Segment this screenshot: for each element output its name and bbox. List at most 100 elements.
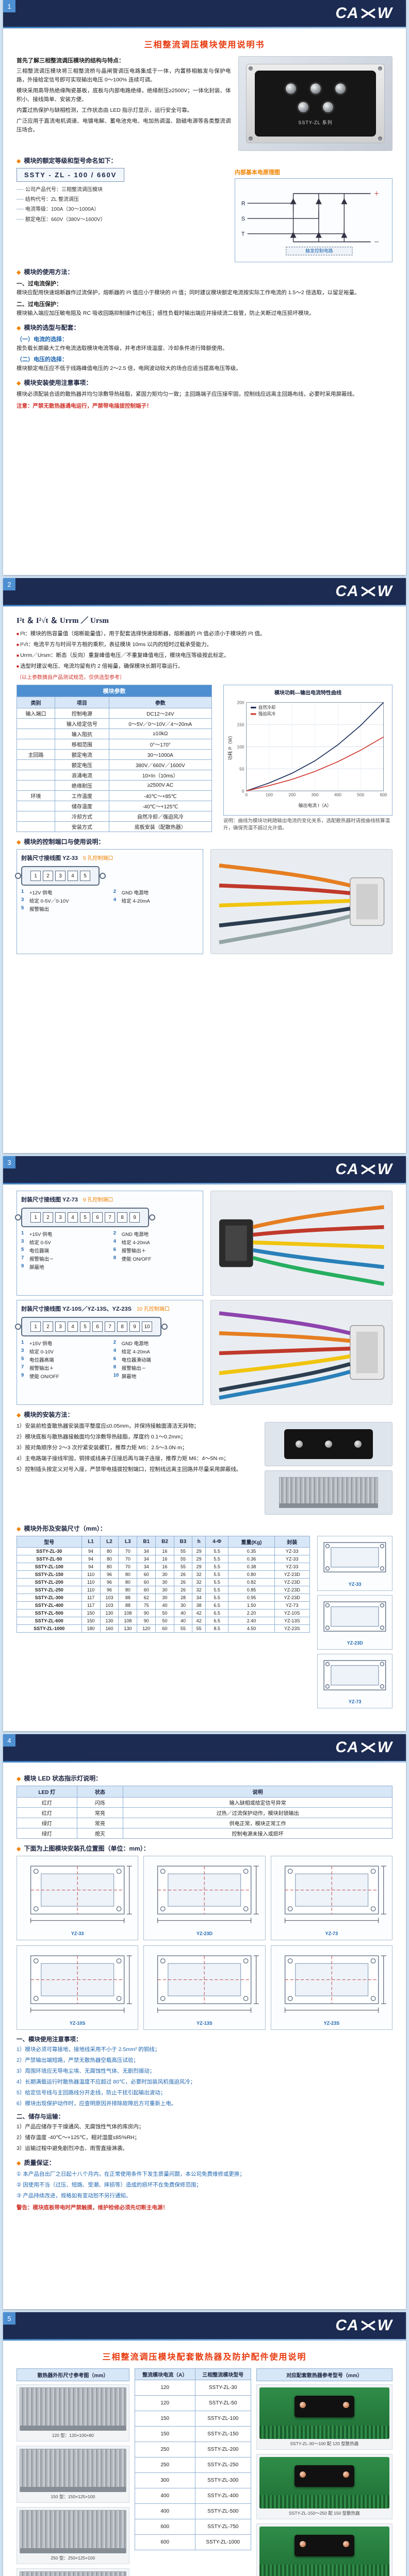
module-body: SSTY-ZL 系列 <box>255 71 376 137</box>
cell: 30～1000A <box>108 749 212 760</box>
cell: 2.20 <box>228 1609 275 1618</box>
cell: 34 <box>192 1594 206 1602</box>
cell: 50 <box>155 1609 174 1618</box>
qa-heading: ◆质量保证： <box>17 2159 55 2166</box>
pin-square: 3 <box>55 871 66 882</box>
pin-square: 4 <box>68 871 78 882</box>
cell: 5.5 <box>205 1578 229 1587</box>
header-cell: 参数 <box>108 697 212 708</box>
parameter-bullets: I²t：模块的热容量值（熔断能量值），用于配套选择快速熔断器，熔断器的 I²t … <box>17 630 392 671</box>
brand-logo: CA W <box>335 583 392 600</box>
cell: SSTY-ZL-100 <box>17 1563 82 1571</box>
page-number-tab: 5 <box>3 2312 15 2325</box>
connector-subtitle: 9 孔控制端口 <box>83 1197 113 1203</box>
cell: 34 <box>137 1555 156 1564</box>
page-1: 1 CA W 三相整流调压模块使用说明书 首先了解三相整流调压模块的结构与特点：… <box>3 0 406 575</box>
list-item: Urrm／Ursm：断态（反向）重复峰值电压／不重复峰值电压，模块电压等级按此标… <box>17 651 392 660</box>
logo-text-prefix: CA <box>335 1161 359 1178</box>
svg-text:R: R <box>241 200 246 207</box>
header-accent-line <box>3 27 406 28</box>
diamond-bullet-icon: ◆ <box>17 839 21 846</box>
cell: 绝缘耐压 <box>55 780 109 791</box>
cell: 400 <box>134 2503 195 2519</box>
section-heading: 二、过电压保护： <box>17 301 62 308</box>
connector-subtitle: 5 孔控制端口 <box>83 856 113 862</box>
pin-square: 7 <box>105 1321 115 1332</box>
page-number-tab: 2 <box>3 578 15 590</box>
env-items: 1）产品应储存于干燥通风、无腐蚀性气体的库房内；2）储存温度 -40℃～+125… <box>17 2123 392 2153</box>
mounting-drawing-art <box>284 1866 386 1923</box>
table-row: 冷却方式自然冷却／强迫风冷 <box>16 811 212 822</box>
cell <box>16 759 56 770</box>
cell: 熄灭 <box>76 1828 124 1839</box>
cell: 5.5 <box>205 1547 229 1556</box>
cell: SSTY-ZL-400 <box>194 2488 251 2504</box>
mounting-drawing: YZ-73 <box>270 1856 392 1940</box>
cell: 120 <box>134 2395 195 2411</box>
pin-square: 4 <box>68 1321 78 1332</box>
mounting-drawing: YZ-33 <box>17 1856 139 1940</box>
circuit-schematic-svg: R S T ＋ － <box>241 191 379 256</box>
cell <box>16 811 56 822</box>
cell: 30 <box>155 1594 174 1602</box>
cell: 5.5 <box>205 1594 229 1602</box>
cell: 103 <box>100 1601 119 1610</box>
cell: 120 <box>134 2380 195 2396</box>
list-item: 6）模块出现保护动作时，应查明原因并排除故障后方可重新上电。 <box>17 2100 177 2107</box>
svg-text:触发控制电路: 触发控制电路 <box>305 248 333 253</box>
svg-text:0: 0 <box>245 792 248 798</box>
care-heading: 一、模块使用注意事项： <box>17 2036 82 2043</box>
mounting-drawing: YZ-13S <box>143 1945 266 2030</box>
wire-harness-art <box>219 1205 384 1286</box>
cell: 50 <box>155 1617 174 1625</box>
pin-square: 3 <box>55 1212 66 1223</box>
cell: SSTY-ZL-150 <box>17 1570 82 1579</box>
cell: 180 <box>81 1624 101 1633</box>
logo-text-suffix: W <box>377 5 392 22</box>
svg-text:－: － <box>373 239 379 245</box>
logo-text-prefix: CA <box>335 1739 359 1756</box>
logo-wave-icon <box>361 8 375 19</box>
list-item: 4）主电路端子接线牢固，铜排或线鼻子压接后再与端子连接，推荐力矩 M6：4～5N… <box>17 1455 229 1462</box>
intro-paragraphs: 三相整流调压模块将三相整流桥与晶闸管调压电路集成于一体，内置移相触发与保护电路，… <box>17 67 231 134</box>
page-4: 4 CA W ◆模块 LED 状态指示灯说明： LED 灯状态说明红灯闪烁输入缺… <box>3 1734 406 2309</box>
header-cell: L2 <box>100 1536 119 1548</box>
cell: 250 <box>134 2442 195 2458</box>
control-cable-photo <box>210 1300 392 1405</box>
cell: 16 <box>155 1555 174 1564</box>
cell: 26 <box>173 1586 193 1595</box>
svg-text:300: 300 <box>312 792 319 798</box>
pin-square: 5 <box>80 871 90 882</box>
assembly-column-header: 对应配套散热器参考型号（mm） <box>256 2368 392 2381</box>
ports-heading: ◆模块的控制端口与使用说明： <box>17 838 105 846</box>
cell: 30 <box>155 1578 174 1587</box>
drawing-caption: YZ-13S <box>197 2020 212 2026</box>
accessories-title: 三相整流调压模块配套散热器及防护配件使用说明 <box>102 2353 307 2362</box>
heatsink-photo-list: 120 型：120×100×80 150 型：150×125×100 250 型… <box>17 2384 129 2576</box>
heatsink-photo: 120 型：120×100×80 <box>17 2384 129 2442</box>
page-header: CA W <box>3 0 406 27</box>
cell: 16 <box>155 1563 174 1571</box>
logo-wave-icon <box>361 1742 375 1753</box>
list-item: 2）储存温度 -40℃～+125℃，相对湿度≤85%RH； <box>17 2134 140 2141</box>
cell <box>16 718 56 729</box>
cell <box>16 821 56 832</box>
header-cell: h <box>192 1536 206 1548</box>
list-item: I²√t：电流平方与时间平方根的乘积，表征模块 10ms 以内的短时过载承受能力… <box>17 640 392 649</box>
